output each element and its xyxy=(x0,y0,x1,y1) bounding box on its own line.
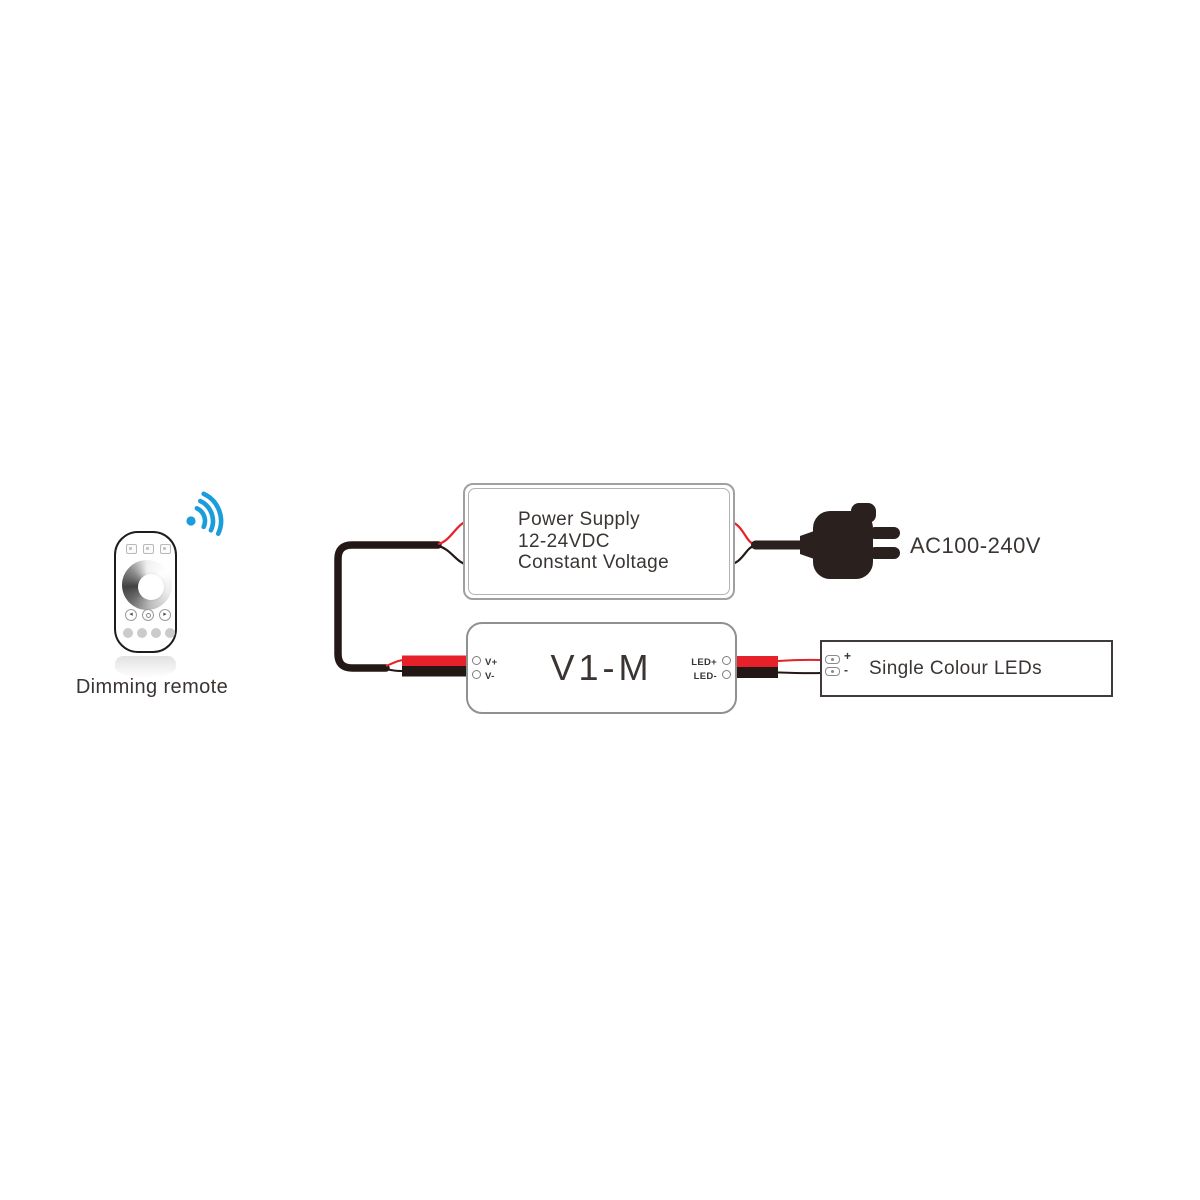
terminal-led-plus-circle xyxy=(722,656,731,666)
zone-icon xyxy=(146,547,149,550)
controller-box: V1-M V+ V- LED+ LED- xyxy=(466,622,737,714)
zone-icon xyxy=(129,547,132,550)
remote-dim-down-button: ◂ xyxy=(125,609,137,621)
controller-input-black-lead xyxy=(402,666,467,677)
ac-plug-icon xyxy=(751,503,900,579)
wifi-signal-icon xyxy=(186,491,224,536)
terminal-v-minus-label: V- xyxy=(485,671,495,682)
terminal-v-plus-circle xyxy=(472,656,481,666)
controller-output-black-lead xyxy=(736,667,778,678)
remote-dial-center xyxy=(138,574,164,600)
led-positive-wire xyxy=(777,658,823,662)
remote-reflection xyxy=(115,656,176,678)
terminal-led-plus-label: LED+ xyxy=(691,657,717,668)
terminal-led-minus-circle xyxy=(722,670,731,680)
power-supply-line-2: 12-24VDC xyxy=(518,530,610,552)
led-strip-minus-sign: - xyxy=(844,663,848,677)
power-supply-line-1: Power Supply xyxy=(518,509,641,530)
remote-preset-button-1 xyxy=(123,628,133,638)
remote-preset-button-4 xyxy=(165,628,175,638)
controller-title: V1-M xyxy=(550,647,653,688)
controller-input-red-lead xyxy=(402,655,467,666)
led-strip-negative-pad xyxy=(825,667,840,676)
pad-dot-icon xyxy=(830,658,834,661)
dimming-remote: ◂ ▸ xyxy=(114,531,177,653)
remote-power-button xyxy=(142,609,154,621)
power-supply-text: Power Supply 12-24VDC Constant Voltage xyxy=(518,509,669,574)
terminal-led-minus-label: LED- xyxy=(693,671,717,682)
power-icon xyxy=(145,612,151,618)
remote-dial xyxy=(122,560,172,610)
remote-zone-button-1 xyxy=(126,544,137,554)
controller-input-positive-wire xyxy=(385,659,406,667)
remote-zone-button-2 xyxy=(143,544,154,554)
dc-input-cable-wire xyxy=(334,541,442,672)
power-supply-box: Power Supply 12-24VDC Constant Voltage xyxy=(463,483,735,600)
ac-voltage-label: AC100-240V xyxy=(910,533,1041,558)
terminal-v-plus-label: V+ xyxy=(485,657,498,668)
controller-input-negative-wire xyxy=(385,668,406,672)
led-strip-box: + - Single Colour LEDs xyxy=(820,640,1113,697)
pad-dot-icon xyxy=(830,670,834,673)
led-strip-label: Single Colour LEDs xyxy=(869,657,1043,679)
remote-zone-button-3 xyxy=(160,544,171,554)
remote-preset-button-2 xyxy=(137,628,147,638)
power-supply-line-3: Constant Voltage xyxy=(518,552,670,573)
controller-output-red-lead xyxy=(736,656,778,667)
terminal-v-minus-circle xyxy=(472,670,481,680)
remote-preset-button-3 xyxy=(151,628,161,638)
remote-dim-up-button: ▸ xyxy=(159,609,171,621)
led-negative-wire xyxy=(777,671,823,675)
led-strip-positive-pad xyxy=(825,655,840,664)
led-strip-plus-sign: + xyxy=(844,649,852,663)
remote-caption: Dimming remote xyxy=(75,676,229,698)
zone-icon xyxy=(163,547,166,550)
